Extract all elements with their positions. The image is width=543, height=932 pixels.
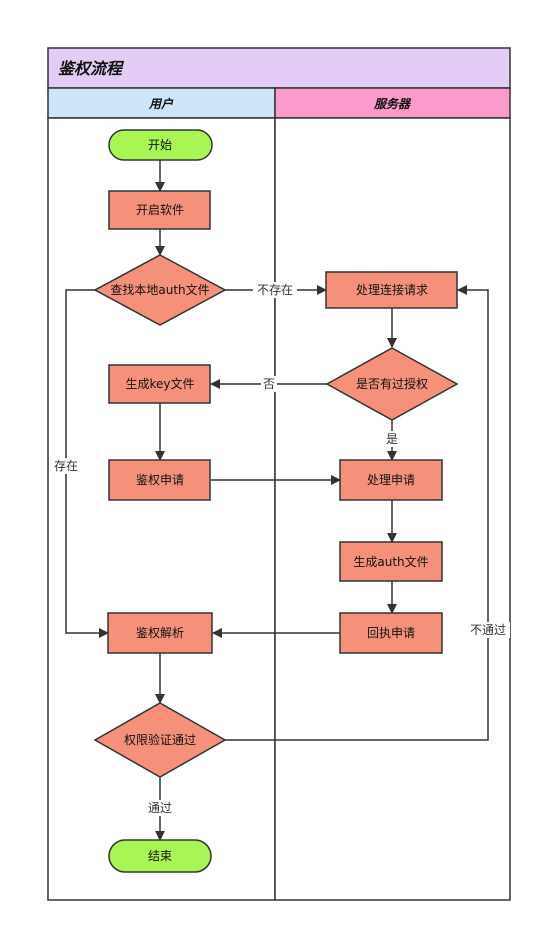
swimlane-frame: 鉴权流程 用户 服务器 [47, 47, 511, 901]
node-handle-request: 处理申请 [339, 459, 443, 501]
lane-header-server [274, 87, 511, 119]
label-not-pass: 不通过 [470, 623, 506, 637]
node-perm-check: 权限验证通过 [93, 702, 227, 778]
svg-text:开启软件: 开启软件 [136, 203, 184, 217]
node-handle-connection: 处理连接请求 [325, 271, 458, 309]
label-pass: 通过 [148, 801, 172, 815]
node-receipt: 回执申请 [339, 612, 443, 654]
svg-text:开始: 开始 [148, 138, 172, 152]
svg-text:处理连接请求: 处理连接请求 [356, 282, 428, 297]
svg-text:鉴权解析: 鉴权解析 [136, 626, 184, 640]
svg-text:鉴权申请: 鉴权申请 [136, 473, 184, 487]
title-bar [47, 47, 511, 89]
edge-permcheck-handleconn [225, 285, 489, 741]
node-check-auth-file: 查找本地auth文件 [93, 254, 227, 326]
node-end: 结束 [108, 839, 212, 873]
svg-text:查找本地auth文件: 查找本地auth文件 [110, 282, 209, 297]
svg-text:处理申请: 处理申请 [367, 473, 415, 487]
edge-labels: 不存在 存在 否 是 通过 不通过 [53, 282, 510, 816]
node-start: 开始 [108, 129, 213, 161]
node-auth-request: 鉴权申请 [108, 459, 211, 501]
label-yes: 是 [386, 432, 398, 446]
lane-body-user [47, 117, 276, 901]
lane-title-server: 服务器 [373, 97, 412, 111]
svg-text:是否有过授权: 是否有过授权 [356, 376, 428, 391]
node-parse-auth: 鉴权解析 [107, 612, 213, 654]
svg-text:生成auth文件: 生成auth文件 [353, 554, 428, 569]
node-gen-auth: 生成auth文件 [339, 541, 443, 582]
node-authorized-check: 是否有过授权 [325, 347, 459, 421]
label-exist: 存在 [54, 459, 78, 473]
svg-text:回执申请: 回执申请 [367, 626, 415, 640]
svg-text:生成key文件: 生成key文件 [125, 376, 194, 391]
label-not-exist: 不存在 [257, 283, 293, 297]
diagram-title: 鉴权流程 [58, 59, 125, 78]
node-gen-key: 生成key文件 [108, 364, 211, 404]
node-open-app: 开启软件 [108, 190, 211, 230]
lane-title-user: 用户 [148, 97, 174, 111]
label-no: 否 [263, 377, 275, 391]
svg-text:权限验证通过: 权限验证通过 [124, 732, 196, 747]
svg-text:结束: 结束 [148, 849, 172, 863]
